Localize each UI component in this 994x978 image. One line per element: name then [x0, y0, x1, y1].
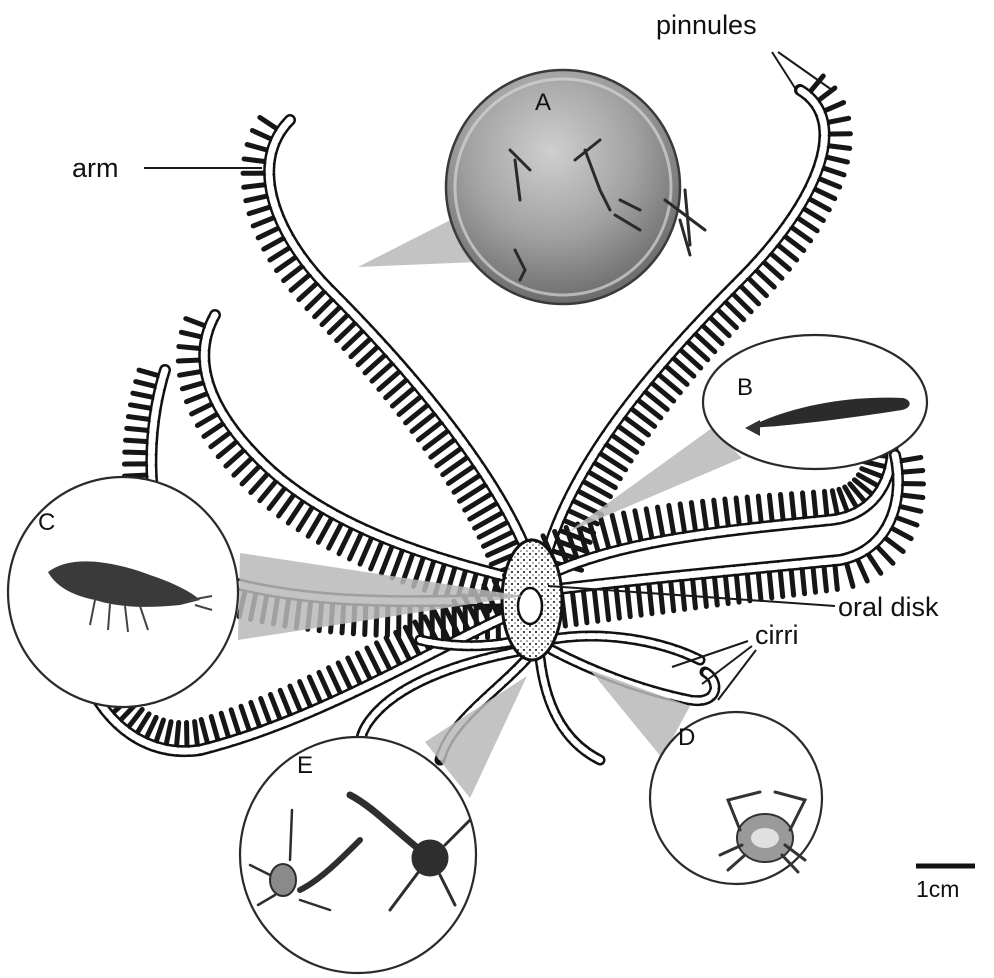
inset-d: D: [650, 712, 822, 884]
panel-label-a: A: [535, 89, 551, 116]
arm-label: arm: [72, 153, 119, 183]
pinnules-leader-1: [772, 52, 795, 88]
inset-e: E: [240, 737, 476, 973]
panel-label-d: D: [678, 724, 695, 751]
inset-b: B: [703, 335, 927, 469]
scale-bar: 1cm: [916, 866, 975, 902]
panel-label-e: E: [297, 752, 313, 779]
oral-disk-label: oral disk: [838, 592, 939, 622]
panel-label-b: B: [737, 374, 753, 401]
inset-a: A: [446, 70, 705, 304]
inset-c: C: [8, 477, 238, 707]
scale-bar-label: 1cm: [916, 876, 959, 902]
pinnules-label: pinnules: [656, 10, 757, 40]
cirri-label: cirri: [755, 620, 798, 650]
panel-label-c: C: [38, 509, 55, 536]
pinnules-leader-2: [778, 52, 832, 90]
oral-disk-body: [502, 540, 562, 660]
